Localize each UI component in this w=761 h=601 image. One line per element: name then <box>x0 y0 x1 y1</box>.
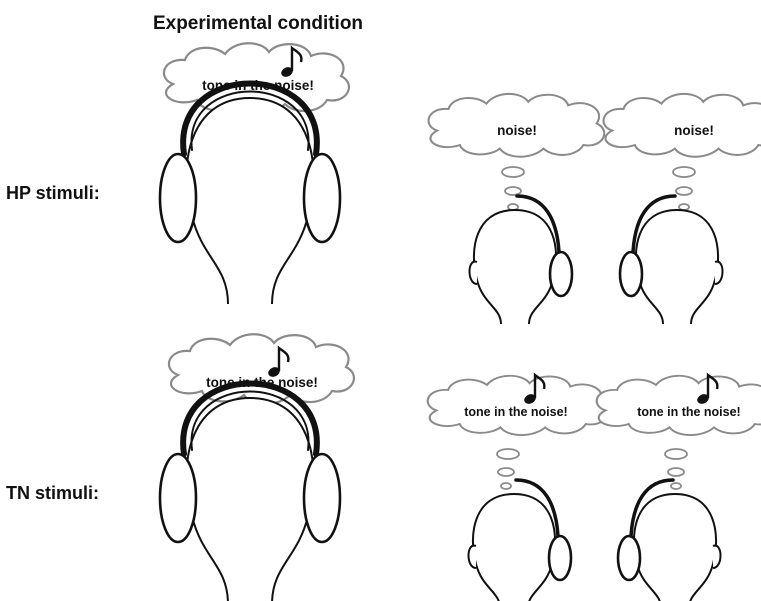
thought-bubble <box>672 166 696 178</box>
thought-bubble <box>497 467 515 477</box>
head-left-ear-headphone-icon <box>616 478 723 601</box>
row-label-hp: HP stimuli: <box>6 183 100 203</box>
side-thought-text: noise! <box>674 123 714 138</box>
thought-bubble <box>504 186 522 196</box>
thought-bubble <box>675 186 693 196</box>
head-with-headphones-icon <box>160 84 340 305</box>
side-thought-text: tone in the noise! <box>637 405 740 419</box>
side-thought-text: tone in the noise! <box>464 405 567 419</box>
side-thought-text: noise! <box>497 123 537 138</box>
head-left-ear-headphone-icon <box>618 194 725 326</box>
thought-bubble <box>664 448 688 460</box>
head-with-headphones-icon <box>160 384 340 601</box>
thought-bubble <box>670 482 682 490</box>
head-right-ear-headphone-icon <box>466 478 573 601</box>
thought-bubble <box>500 482 512 490</box>
thought-bubble <box>501 166 525 178</box>
thought-bubble <box>496 448 520 460</box>
head-right-ear-headphone-icon <box>467 194 574 326</box>
main-thought-cloud <box>167 333 356 406</box>
page-title: Experimental condition <box>153 13 363 34</box>
thought-bubble <box>667 467 685 477</box>
row-label-tn: TN stimuli: <box>6 483 99 503</box>
